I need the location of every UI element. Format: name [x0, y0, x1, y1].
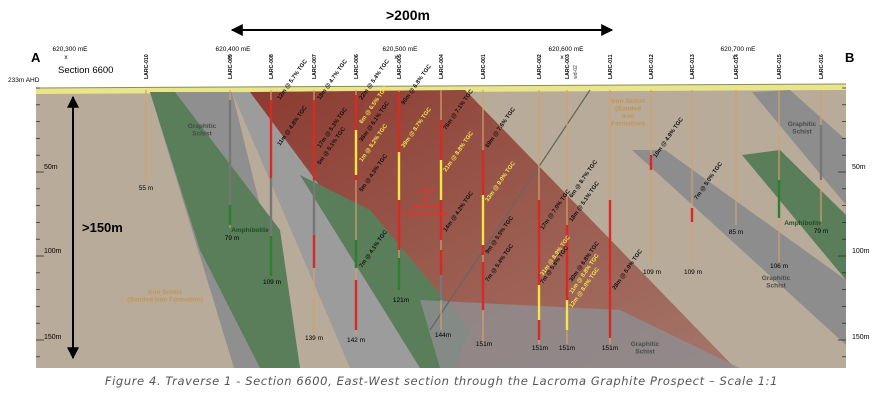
hole-id-label: LARC-003: [565, 54, 571, 79]
hole-depth-label: 139 m: [305, 335, 323, 342]
label-wd: wd-02: [573, 65, 579, 79]
hole-id-label: LARC-015: [777, 54, 783, 79]
depth-tick-label-right: 150m: [852, 334, 870, 341]
depth-tick-label-right: 100m: [852, 248, 870, 255]
scale-label: >200m: [386, 7, 430, 23]
label-amphibolite-1: Amphibolite: [231, 227, 269, 234]
surface-cover: [36, 84, 846, 94]
hole-id-label: LARC-008: [269, 54, 275, 79]
hole-depth-label: 79 m: [225, 235, 239, 242]
hole-id-label: LARC-014: [734, 54, 740, 79]
easting-marker: x: [227, 54, 231, 61]
depth-label: >150m: [82, 220, 123, 235]
easting-tick-label: 620,700 mE: [720, 46, 756, 53]
hole-id-label: LARC-013: [690, 54, 696, 79]
fault-line: [429, 89, 591, 331]
hole-depth-label: 142 m: [347, 337, 365, 344]
easting-tick-label: 620,400 mE: [215, 46, 251, 53]
amphibolite-west: [150, 92, 300, 368]
hole-id-label: LARC-016: [819, 54, 825, 79]
hole-depth-label: 109 m: [263, 279, 281, 286]
assay-intervals: [228, 92, 823, 340]
hole-id-label: LARC-006: [354, 54, 360, 79]
hole-id-label: LARC-002: [537, 54, 543, 79]
schist-wedge: [420, 300, 740, 368]
hole-depth-label: 144m: [435, 332, 451, 339]
amphibolite-east: [742, 150, 846, 280]
hole-depth-label: 151m: [602, 345, 618, 352]
easting-marker: x: [64, 54, 68, 61]
easting-tick-label: 620,300 mE: [52, 46, 88, 53]
easting-tick-label: 620,500 mE: [382, 46, 418, 53]
hole-depth-label: 151m: [559, 345, 575, 352]
easting-marker: x: [560, 54, 564, 61]
depth-tick-label-left: 100m: [44, 248, 62, 255]
easting-marker: x: [732, 54, 736, 61]
section-end-label: B: [845, 50, 854, 65]
surface-line: [35, 83, 847, 89]
hole-id-label: LARC-009: [228, 54, 234, 79]
graphitic-schist-east: [632, 150, 846, 345]
hole-id-label: LARC-010: [144, 54, 150, 79]
depth-tick-label-right: 50m: [852, 164, 866, 171]
label-amphibolite-2: Amphibolite: [784, 220, 822, 227]
graphitic-schist-far-east: [752, 90, 846, 205]
depth-tick-label-left: 150m: [44, 334, 62, 341]
hole-depth-label: 106 m: [770, 263, 788, 270]
easting-marker: x: [394, 54, 398, 61]
hole-depth-label: 109 m: [643, 269, 661, 276]
ahd-label: 233m AHD: [8, 77, 40, 84]
hole-depth-label: 151m: [476, 341, 492, 348]
mineralization-zone: [250, 90, 735, 368]
hole-id-label: LARC-004: [439, 54, 445, 79]
depth-ticks: 50m 50m 100m 100m 150m 150m: [36, 87, 870, 358]
hole-id-label: LARC-011: [608, 54, 614, 79]
easting-tick-label: 620,600 mE: [548, 46, 584, 53]
depth-tick-label-left: 50m: [44, 164, 58, 171]
header: >200m A B Section 6600 233m AHD 620,300 …: [8, 7, 854, 84]
section-name: Section 6600: [58, 65, 113, 76]
section-start-label: A: [31, 50, 41, 65]
figure-caption: Figure 4. Traverse 1 - Section 6600, Eas…: [104, 374, 779, 388]
hole-depth-label: 109 m: [684, 269, 702, 276]
hole-id-label: LARC-005: [397, 54, 403, 79]
hole-depth-label: 79 m: [814, 228, 828, 235]
geology-layers: [150, 89, 846, 368]
hole-id-label: LARC-007: [312, 54, 318, 79]
label-iron-schist-1: Iron Schist(Banded Iron Formation): [127, 289, 203, 303]
hole-depth-label: 85 m: [729, 229, 743, 236]
hole-depth-label: 121m: [393, 297, 409, 304]
hole-depth-label: 55 m: [139, 185, 153, 192]
hole-depth-label: 151m: [532, 345, 548, 352]
hole-id-label: LARC-001: [481, 54, 487, 79]
hole-id-label: LARC-012: [649, 54, 655, 79]
